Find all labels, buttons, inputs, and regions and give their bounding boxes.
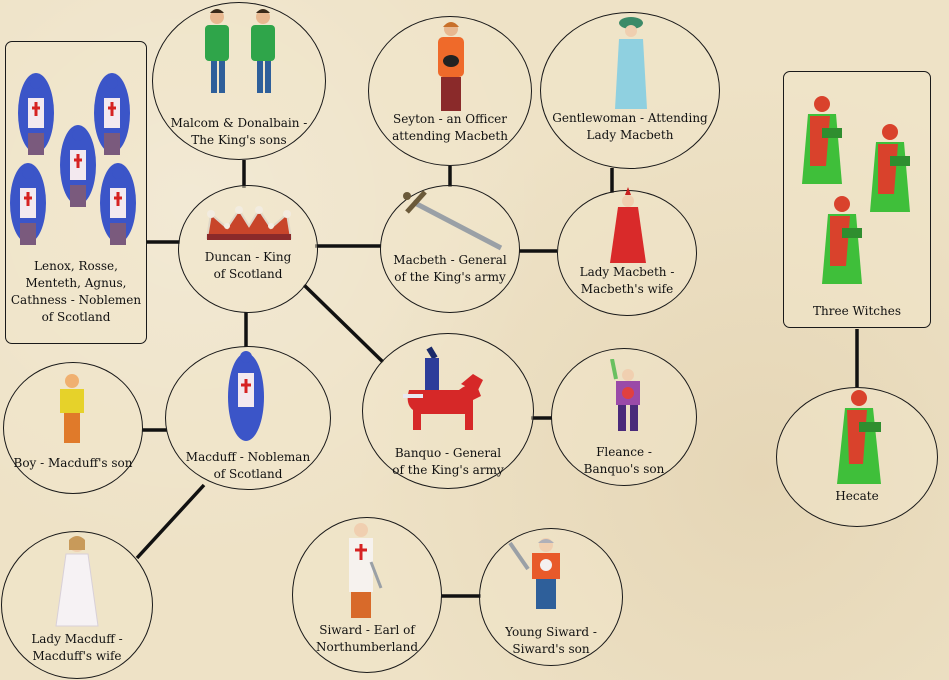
boy-label: Boy - Macduff's son [13, 456, 133, 470]
knight-figure-icon [228, 351, 264, 441]
node-noblemen[interactable]: Lenox, Rosse, Menteth, Agnus, Cathness -… [5, 41, 147, 344]
node-fleance[interactable]: Fleance - Banquo's son [551, 348, 697, 486]
node-malcom-donalbain[interactable]: Malcom & Donalbain - The King's sons [152, 2, 326, 160]
witches-label: Three Witches [813, 304, 901, 318]
horse-rider-icon [403, 346, 483, 430]
noblemen-label: Lenox, Rosse, Menteth, Agnus, Cathness -… [10, 259, 142, 324]
princes-figure-icon [205, 9, 275, 93]
node-hecate[interactable]: Hecate [776, 387, 938, 527]
node-duncan[interactable]: Duncan - King of Scotland [178, 185, 318, 313]
node-lady-macbeth[interactable]: Lady Macbeth - Macbeth's wife [557, 187, 697, 316]
banquo-label: Banquo - General of the King's army [392, 446, 504, 477]
witch-figure-icon [837, 390, 881, 484]
node-seyton[interactable]: Seyton - an Officer attending Macbeth [368, 16, 532, 166]
duncan-label: Duncan - King of Scotland [204, 250, 292, 281]
lady-macbeth-figure-icon [610, 187, 646, 263]
node-lady-macduff[interactable]: Lady Macduff - Macduff's wife [1, 531, 153, 679]
hecate-label: Hecate [835, 489, 879, 503]
malcom-label: Malcom & Donalbain - The King's sons [170, 116, 308, 147]
seyton-label: Seyton - an Officer attending Macbeth [392, 112, 508, 143]
node-boy[interactable]: Boy - Macduff's son [3, 362, 143, 494]
node-banquo[interactable]: Banquo - General of the King's army [362, 333, 534, 489]
gentlewoman-label: Gentlewoman - Attending Lady Macbeth [552, 111, 708, 142]
lady-macbeth-label: Lady Macbeth - Macbeth's wife [579, 265, 675, 296]
node-gentlewoman[interactable]: Gentlewoman - Attending Lady Macbeth [540, 12, 720, 169]
sword-icon [403, 190, 503, 251]
macduff-label: Macduff - Nobleman of Scotland [185, 450, 311, 481]
node-macbeth[interactable]: Macbeth - General of the King's army [380, 185, 520, 313]
young-siward-figure-icon [508, 538, 560, 609]
gentlewoman-figure-icon [615, 17, 647, 109]
siward-figure-icon [349, 523, 383, 618]
lady-macduff-label: Lady Macduff - Macduff's wife [31, 632, 123, 663]
crown-icon [205, 206, 293, 240]
node-macduff[interactable]: Macduff - Nobleman of Scotland [165, 346, 331, 490]
fleance-label: Fleance - Banquo's son [583, 445, 665, 476]
officer-figure-icon [438, 22, 464, 111]
node-siward[interactable]: Siward - Earl of Northumberland [292, 517, 442, 673]
knight-figure-icon [10, 73, 136, 245]
young-siward-label: Young Siward - Siward's son [505, 625, 597, 656]
macbeth-label: Macbeth - General of the King's army [393, 253, 507, 284]
boy-figure-icon [60, 374, 84, 443]
siward-label: Siward - Earl of Northumberland [315, 623, 419, 654]
witch-figure-icon [802, 96, 910, 284]
link-macduff-ladymacduff [135, 483, 206, 560]
link-duncan-banquo [302, 283, 385, 364]
node-three-witches[interactable]: Three Witches [783, 71, 931, 328]
fleance-figure-icon [610, 359, 640, 431]
node-young-siward[interactable]: Young Siward - Siward's son [479, 528, 623, 666]
lady-macduff-figure-icon [55, 536, 99, 627]
